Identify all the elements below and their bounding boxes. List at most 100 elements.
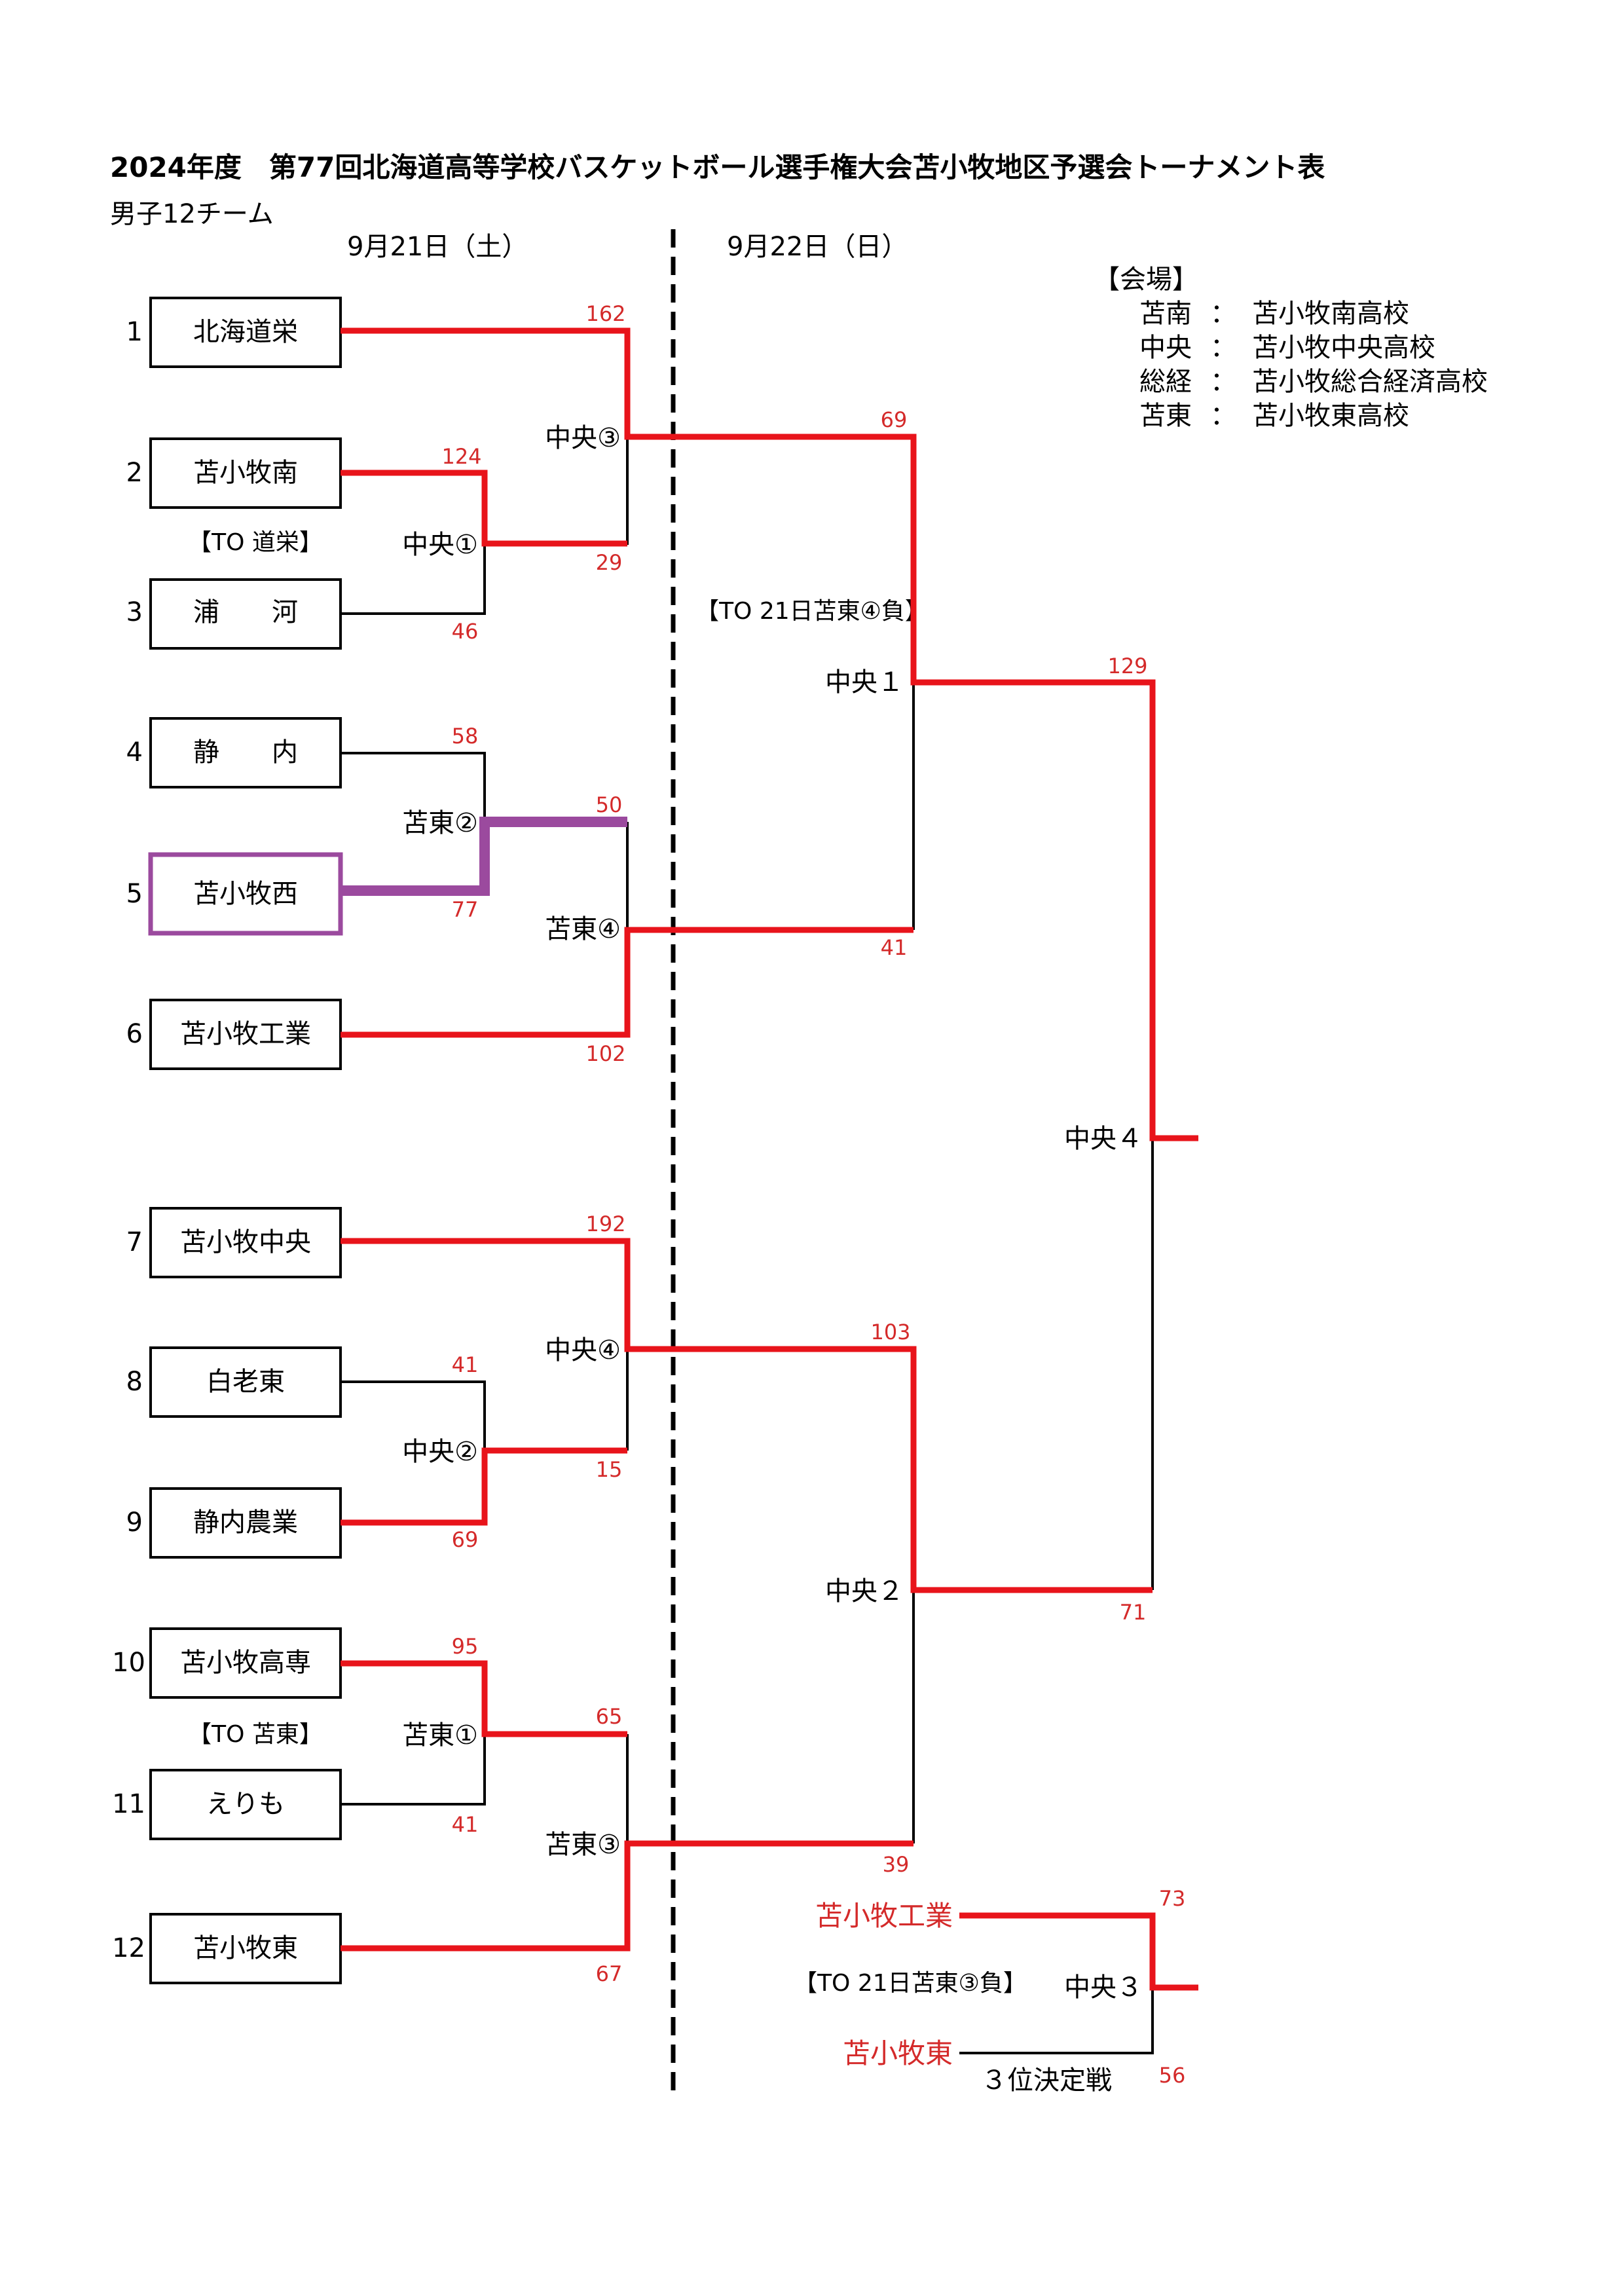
page-title: 2024年度 第77回北海道高等学校バスケットボール選手権大会苫小牧地区予選会ト… xyxy=(110,151,1325,183)
team-name: 苫小牧高専 xyxy=(180,1648,311,1678)
seed-number: 9 xyxy=(126,1508,143,1538)
score: 67 xyxy=(596,1961,623,1986)
team-entry: 11 えりも xyxy=(112,1769,342,1840)
venue-abbr: 総経 xyxy=(1139,367,1192,397)
game-label: 中央③ xyxy=(545,423,621,453)
seed-number: 10 xyxy=(112,1648,145,1678)
score: 46 xyxy=(452,619,479,644)
winner-lines xyxy=(341,327,1198,1991)
game-label: 苫東② xyxy=(402,808,478,838)
score: 73 xyxy=(1159,1886,1186,1911)
team-entry: 10 苫小牧高専 xyxy=(112,1627,342,1699)
highlight-path xyxy=(341,817,627,896)
to-note: 【TO 21日苫東④負】 xyxy=(695,598,929,625)
score: 69 xyxy=(452,1527,479,1552)
score: 50 xyxy=(596,792,623,817)
date-day2: 9月22日（日） xyxy=(727,232,908,262)
team-box xyxy=(149,1207,342,1278)
team-name: 静 内 xyxy=(193,737,298,768)
team-name: 浦 河 xyxy=(193,597,298,627)
winner-path xyxy=(341,1447,627,1526)
venue-abbr: 苫東 xyxy=(1139,401,1192,431)
bracket-line xyxy=(341,1734,486,1805)
team-entry: 1 北海道栄 xyxy=(126,297,342,368)
score: 56 xyxy=(1159,2063,1186,2088)
seed-number: 11 xyxy=(112,1789,145,1819)
game-label: 中央① xyxy=(402,530,478,560)
winner-path xyxy=(341,470,627,547)
team-box xyxy=(149,1913,342,1984)
date-day1: 9月21日（土） xyxy=(347,232,528,262)
game-labels: 中央① 苫東② 中央③ 苫東④ 中央② 苫東① 中央④ 苫東③ 中央１ 中央２ … xyxy=(402,423,1143,2003)
winner-path xyxy=(341,327,1198,1141)
team-entry: 9 静内農業 xyxy=(126,1487,342,1559)
score: 129 xyxy=(1107,654,1147,678)
game-label: 中央４ xyxy=(1064,1124,1143,1154)
team-box xyxy=(149,1487,342,1559)
venue-sep: ： xyxy=(1210,401,1236,431)
score: 102 xyxy=(585,1041,625,1066)
game-label: 中央３ xyxy=(1064,1972,1143,2003)
bracket-line xyxy=(341,1380,486,1451)
team-box xyxy=(149,578,342,650)
score: 103 xyxy=(870,1320,910,1344)
score: 15 xyxy=(596,1457,623,1482)
score: 162 xyxy=(585,301,625,326)
seed-number: 12 xyxy=(112,1933,145,1963)
venue-name: 苫小牧中央高校 xyxy=(1252,333,1435,363)
team-name: 白老東 xyxy=(206,1367,285,1397)
team-name: 苫小牧西 xyxy=(193,879,298,909)
team-name: 北海道栄 xyxy=(193,317,298,347)
score: 65 xyxy=(596,1704,623,1729)
team-name: えりも xyxy=(206,1789,285,1819)
seed-number: 8 xyxy=(126,1367,143,1397)
team-entry: 8 白老東 xyxy=(126,1346,342,1418)
score: 77 xyxy=(452,897,479,922)
seed-number: 1 xyxy=(126,317,143,347)
winner-path xyxy=(341,1238,1153,1593)
score: 192 xyxy=(585,1212,625,1236)
team-entry: 7 苫小牧中央 xyxy=(126,1207,342,1278)
venue-sep: ： xyxy=(1210,333,1236,363)
loser-lines xyxy=(341,437,1154,2054)
game-label: 苫東③ xyxy=(545,1830,621,1860)
third-place-team: 苫小牧工業 xyxy=(815,1900,953,1932)
game-label: 中央１ xyxy=(825,667,904,697)
team-entry: 3 浦 河 xyxy=(126,578,342,650)
venue-name: 苫小牧南高校 xyxy=(1252,299,1409,329)
venue-name: 苫小牧総合経済高校 xyxy=(1252,367,1488,397)
division-label: 男子12チーム xyxy=(110,199,274,229)
team-entry: 5 苫小牧西 xyxy=(126,852,343,936)
score: 71 xyxy=(1120,1600,1147,1625)
bracket-line xyxy=(959,1988,1154,2054)
team-name: 苫小牧南 xyxy=(193,458,298,488)
score: 124 xyxy=(441,444,481,469)
seed-number: 5 xyxy=(126,879,143,909)
game-label: 中央④ xyxy=(545,1335,621,1365)
team-box xyxy=(149,297,342,368)
scores: 162 124 29 46 58 50 77 102 69 41 129 192… xyxy=(441,301,1185,2088)
venue-sep: ： xyxy=(1210,299,1236,329)
third-place-team: 苫小牧東 xyxy=(843,2037,953,2069)
venue-sep: ： xyxy=(1210,367,1236,397)
score: 41 xyxy=(881,935,908,960)
winner-path xyxy=(341,1840,913,1952)
to-note: 【TO 21日苫東③負】 xyxy=(794,1970,1027,1997)
team-entry: 12 苫小牧東 xyxy=(112,1913,342,1984)
game-label: 苫東④ xyxy=(545,914,621,944)
seed-number: 2 xyxy=(126,458,143,488)
score: 69 xyxy=(881,407,908,432)
bracket-line xyxy=(341,544,486,615)
winner-path xyxy=(341,1660,627,1737)
team-entry: 4 静 内 xyxy=(126,717,342,788)
score: 29 xyxy=(596,550,623,575)
team-list: 1 北海道栄 2 苫小牧南 3 浦 河 4 静 内 5 苫小牧西 6 苫小牧工業 xyxy=(112,297,343,1984)
team-entry: 6 苫小牧工業 xyxy=(126,999,342,1070)
third-place-match: 苫小牧工業 苫小牧東 ３位決定戦 xyxy=(815,1900,1112,2096)
venue-name: 苫小牧東高校 xyxy=(1252,401,1409,431)
score: 58 xyxy=(452,724,479,749)
venue-heading: 【会場】 xyxy=(1094,265,1198,295)
winner-path xyxy=(341,927,913,1038)
team-name: 苫小牧工業 xyxy=(180,1019,311,1049)
team-entry: 2 苫小牧南 xyxy=(126,437,342,509)
